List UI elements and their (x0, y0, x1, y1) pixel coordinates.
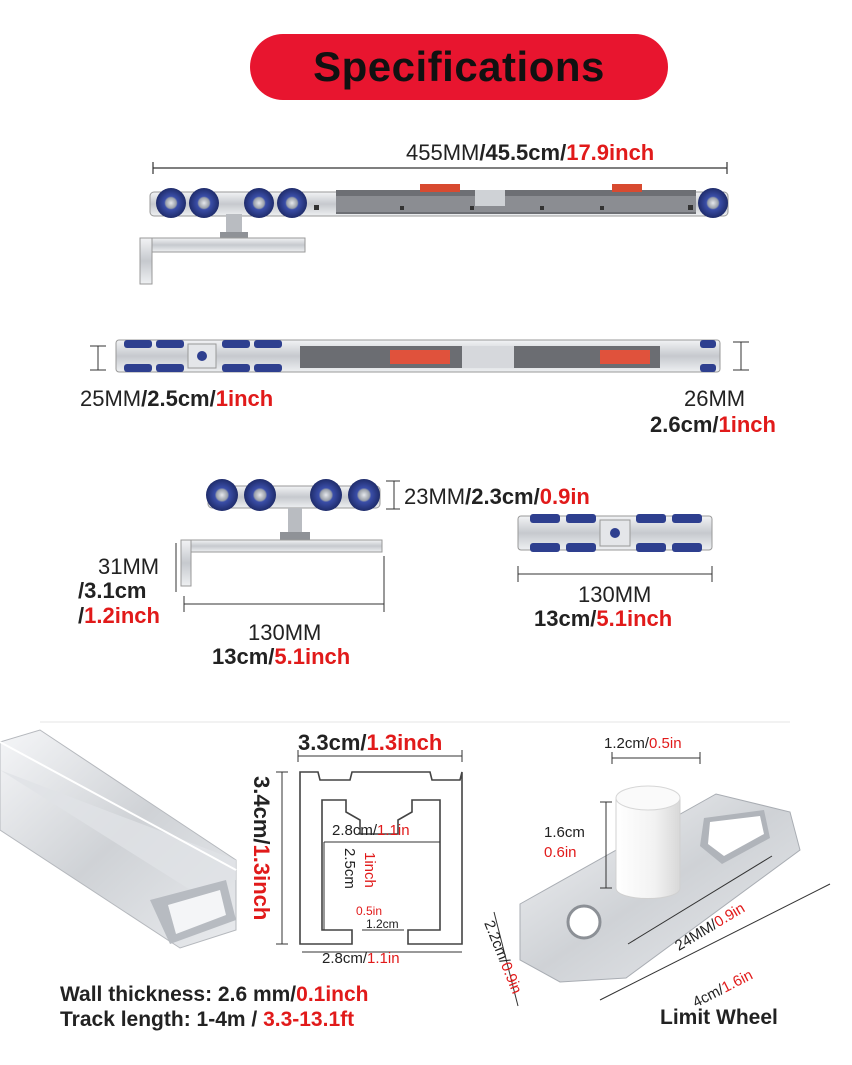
profile-inner-width-in: 1.1in (377, 822, 410, 839)
profile-height-label: 3.4cm/1.3inch (248, 776, 274, 920)
bracket-height-mm: 31MM (98, 554, 160, 579)
hanger-height-cm: /2.3cm/ (465, 484, 540, 509)
limit-wheel-illustration (493, 752, 831, 1007)
limit-top-in: 0.5in (649, 735, 682, 752)
carriage-width-in: 5.1inch (596, 606, 673, 631)
profile-width-label: 3.3cm/1.3inch (298, 730, 442, 756)
track-profile-illustration (299, 771, 463, 945)
wall-thickness-label: Wall thickness: 2.6 mm/ (60, 983, 297, 1006)
profile-height-in: 1.3inch (249, 844, 274, 921)
carriage-width-cm: 13cm/ (534, 606, 597, 631)
top-rail-in: 17.9inch (566, 140, 655, 165)
middle-rail-illustration (90, 339, 749, 373)
profile-bottom-width-cm: 2.8cm/ (322, 950, 368, 967)
middle-rail-left-label: 25MM/2.5cm/1inch (80, 386, 273, 412)
hanger-height-label: 23MM/2.3cm/0.9in (404, 484, 590, 510)
track-length-line: Track length: 1-4m / 3.3-13.1ft (60, 1008, 354, 1032)
specifications-title: Specifications (250, 34, 668, 100)
middle-right-in: 1inch (718, 412, 776, 437)
carriage-width-mm: 130MM (578, 582, 652, 607)
carriage-width-label: 13cm/5.1inch (534, 606, 672, 632)
hanger-width-in: 5.1inch (274, 644, 351, 669)
profile-bottom-width-label: 2.8cm/1.1in (322, 950, 400, 967)
limit-height-in: 0.6in (544, 844, 577, 861)
carriage-illustration (517, 514, 713, 582)
bracket-height-in: 1.2inch (84, 603, 160, 628)
track-profile-dimensions (276, 750, 463, 953)
limit-top-width-label: 1.2cm/0.5in (604, 735, 682, 752)
middle-right-cm: 2.6cm/ (650, 412, 719, 437)
track-length-label: Track length: 1-4m / (60, 1008, 264, 1031)
profile-inner-width-label: 2.8cm/1.1in (332, 822, 410, 839)
profile-height-cm: 3.4cm/ (249, 776, 274, 845)
profile-width-in: 1.3inch (366, 730, 443, 755)
middle-left-cm: /2.5cm/ (141, 386, 216, 411)
middle-left-in: 1inch (215, 386, 274, 411)
profile-bottom-width-in: 1.1in (367, 950, 400, 967)
top-rail-illustration (139, 162, 729, 285)
top-rail-length-label: 455MM/45.5cm/17.9inch (406, 140, 654, 166)
limit-top-cm: 1.2cm/ (604, 735, 650, 752)
profile-slot-cm: 1.2cm (366, 917, 399, 931)
hanger-height-in: 0.9in (539, 484, 590, 509)
top-rail-cm: /45.5cm/ (479, 140, 567, 165)
track-3d-illustration (0, 729, 237, 949)
hanger-illustration (175, 479, 400, 612)
track-length-ft: 3.3-13.1ft (263, 1008, 355, 1031)
hanger-width-cm: 13cm/ (212, 644, 275, 669)
middle-rail-right-label: 2.6cm/1inch (650, 412, 776, 438)
profile-inner-width-cm: 2.8cm/ (332, 822, 378, 839)
wall-thickness-line: Wall thickness: 2.6 mm/0.1inch (60, 983, 369, 1007)
bracket-height-in-label: /1.2inch (78, 603, 160, 629)
bracket-in-prefix: / (78, 603, 85, 628)
bracket-height-cm: /3.1cm (78, 578, 147, 603)
profile-inner-height-cm: 2.5cm (341, 848, 358, 889)
limit-height-cm: 1.6cm (544, 824, 585, 841)
profile-inner-height-in: 1inch (361, 852, 378, 888)
limit-wheel-caption: Limit Wheel (660, 1006, 778, 1029)
middle-rail-right-mm: 26MM (684, 386, 746, 411)
profile-slot-in: 0.5in (356, 904, 383, 918)
hanger-width-mm: 130MM (248, 620, 322, 645)
middle-left-mm: 25MM (80, 386, 142, 411)
profile-width-cm: 3.3cm/ (298, 730, 367, 755)
hanger-width-label: 13cm/5.1inch (212, 644, 350, 670)
top-rail-mm: 455MM (406, 140, 480, 165)
hanger-height-mm: 23MM (404, 484, 466, 509)
wall-thickness-in: 0.1inch (296, 983, 369, 1006)
